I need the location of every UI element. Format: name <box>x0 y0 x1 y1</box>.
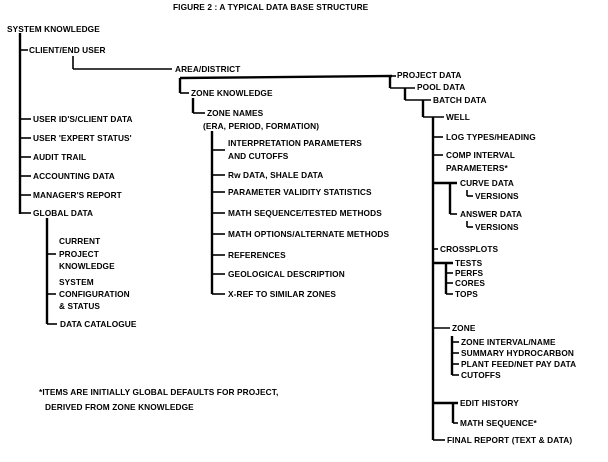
node-cores: CORES <box>455 278 486 288</box>
node-cutoffs: CUTOFFS <box>461 370 501 380</box>
node-comp-interval: PARAMETERS* <box>446 163 508 173</box>
node-tests: TESTS <box>455 258 483 268</box>
figure-title: FIGURE 2 : A TYPICAL DATA BASE STRUCTURE <box>173 2 369 12</box>
node-answer-versions: VERSIONS <box>475 222 519 232</box>
node-managers-report: MANAGER'S REPORT <box>33 190 122 200</box>
node-xref-similar-zones: X-REF TO SIMILAR ZONES <box>228 289 337 299</box>
node-zone-names: ZONE NAMES <box>207 108 264 118</box>
node-current-project-knowledge: PROJECT <box>59 249 99 259</box>
node-crossplots: CROSSPLOTS <box>440 244 499 254</box>
node-area-district: AREA/DISTRICT <box>175 64 241 74</box>
node-math-sequence-tested: MATH SEQUENCE/TESTED METHODS <box>228 208 382 218</box>
node-zone-interval-name: ZONE INTERVAL/NAME <box>461 337 556 347</box>
footnote: DERIVED FROM ZONE KNOWLEDGE <box>45 402 194 412</box>
node-comp-interval: COMP INTERVAL <box>446 150 516 160</box>
node-interpretation-parameters: INTERPRETATION PARAMETERS <box>228 138 362 148</box>
node-answer-data: ANSWER DATA <box>460 209 523 219</box>
node-log-types: LOG TYPES/HEADING <box>446 132 536 142</box>
node-pool-data: POOL DATA <box>417 82 466 92</box>
node-summary-hydrocarbon: SUMMARY HYDROCARBON <box>461 348 574 358</box>
node-client-end-user: CLIENT/END USER <box>29 45 106 55</box>
node-user-ids: USER ID'S/CLIENT DATA <box>33 114 133 124</box>
node-audit-trail: AUDIT TRAIL <box>33 152 87 162</box>
node-system-configuration: CONFIGURATION <box>59 289 130 299</box>
node-rw-data: Rw DATA, SHALE DATA <box>228 170 324 180</box>
node-expert-status: USER 'EXPERT STATUS' <box>33 133 132 143</box>
node-tops: TOPS <box>455 289 478 299</box>
node-geological-description: GEOLOGICAL DESCRIPTION <box>228 269 345 279</box>
node-curve-versions: VERSIONS <box>475 191 519 201</box>
node-system-knowledge: SYSTEM KNOWLEDGE <box>7 24 100 34</box>
node-zone: ZONE <box>452 323 476 333</box>
node-math-options: MATH OPTIONS/ALTERNATE METHODS <box>228 229 390 239</box>
node-system-configuration: & STATUS <box>59 301 101 311</box>
node-plant-feed: PLANT FEED/NET PAY DATA <box>461 359 577 369</box>
node-interpretation-parameters: AND CUTOFFS <box>228 151 289 161</box>
node-edit-history: EDIT HISTORY <box>460 398 519 408</box>
node-current-project-knowledge: CURRENT <box>59 236 101 246</box>
footnote: *ITEMS ARE INITIALLY GLOBAL DEFAULTS FOR… <box>39 387 279 397</box>
node-data-catalogue: DATA CATALOGUE <box>60 319 137 329</box>
node-references: REFERENCES <box>228 250 286 260</box>
node-system-configuration: SYSTEM <box>59 277 94 287</box>
node-perfs: PERFS <box>455 268 484 278</box>
node-math-sequence: MATH SEQUENCE* <box>460 418 537 428</box>
node-final-report: FINAL REPORT (TEXT & DATA) <box>447 435 573 445</box>
node-global-data: GLOBAL DATA <box>33 208 94 218</box>
node-batch-data: BATCH DATA <box>433 95 487 105</box>
node-zone-knowledge: ZONE KNOWLEDGE <box>191 88 273 98</box>
node-current-project-knowledge: KNOWLEDGE <box>59 261 115 271</box>
node-zone-names-detail: (ERA, PERIOD, FORMATION) <box>203 121 320 131</box>
node-curve-data: CURVE DATA <box>460 178 515 188</box>
node-parameter-validity: PARAMETER VALIDITY STATISTICS <box>228 187 372 197</box>
node-accounting-data: ACCOUNTING DATA <box>33 171 115 181</box>
node-well: WELL <box>446 112 470 122</box>
node-project-data: PROJECT DATA <box>397 70 462 80</box>
